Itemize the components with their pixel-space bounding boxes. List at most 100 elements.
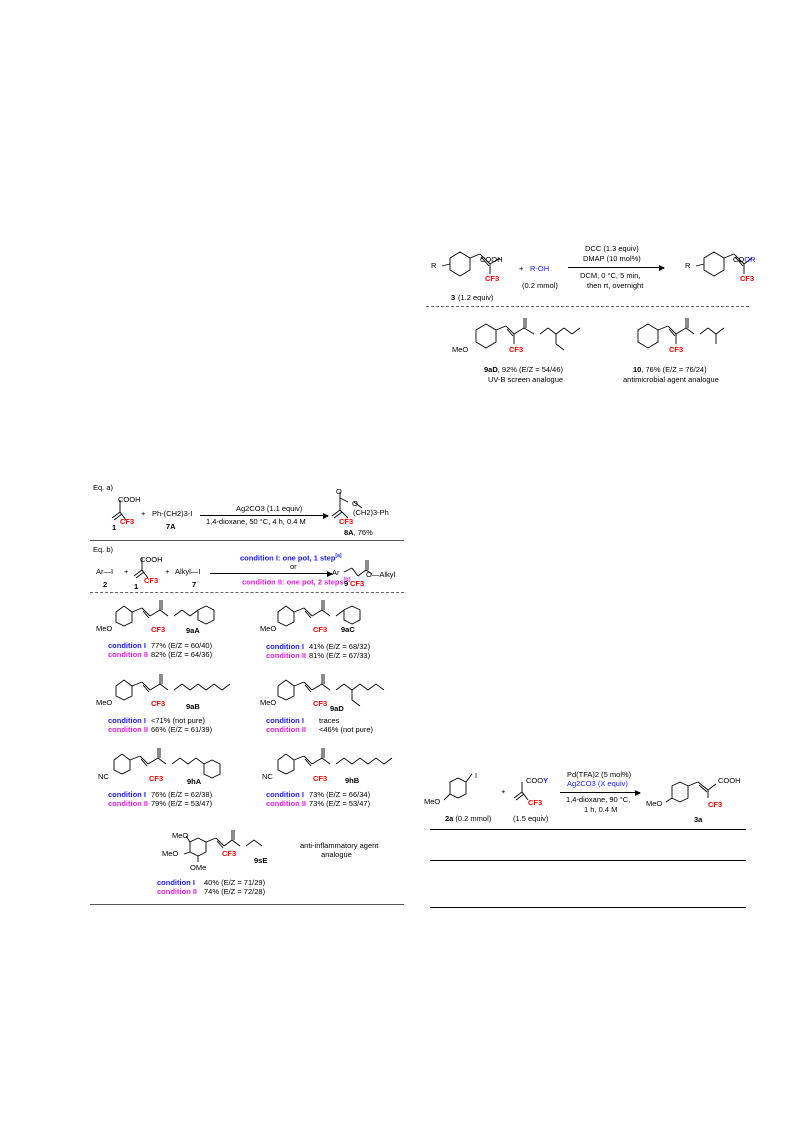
heck-plus: + xyxy=(501,787,506,796)
plus-sign: + xyxy=(519,264,524,273)
9sE-desc2: analogue xyxy=(321,850,352,859)
9sE-ome1: MeO xyxy=(172,831,189,840)
eq-b-label-2: 2 xyxy=(103,580,108,589)
eq-a-cond2: 1,4-dioxane, 50 °C, 4 h, 0.4 M xyxy=(206,517,306,526)
9aC-meo: MeO xyxy=(260,624,277,633)
9aD-left-cf3: CF3 xyxy=(313,699,328,708)
9hA-label: 9hA xyxy=(187,777,202,786)
9aB-label: 9aB xyxy=(186,702,200,711)
9hB-nc: NC xyxy=(262,772,273,781)
3a-meo: MeO xyxy=(646,799,663,808)
dashed-divider xyxy=(426,306,749,307)
reaction-arrow xyxy=(568,264,665,271)
9hA-condI: condition I xyxy=(108,790,146,799)
9aB-condI: condition I xyxy=(108,716,146,725)
product-co: COOR xyxy=(733,255,756,264)
cond-dcc: DCC (1.3 equiv) xyxy=(585,244,639,253)
9aA-label: 9aA xyxy=(186,626,200,635)
9aA-condI: condition I xyxy=(108,641,146,650)
8A-chain: (CH2)3-Ph xyxy=(353,508,389,517)
eq-b-plus2: + xyxy=(165,567,170,576)
eq-a-cond1: Ag2CO3 (1.1 equiv) xyxy=(236,504,303,513)
9aA-condII: condition II xyxy=(108,650,148,659)
eq-a-label-1: 1 xyxy=(112,523,117,532)
eq-b-label: Eq. b) xyxy=(93,545,114,554)
structure-9aC xyxy=(277,600,361,627)
structure-9sE xyxy=(183,830,263,862)
structure-ester-product xyxy=(695,251,753,277)
table-rule-2 xyxy=(430,860,746,861)
8A-o: O xyxy=(336,487,342,496)
heck-cond1: Pd(TFA)2 (5 mol%) xyxy=(567,770,632,779)
9hB-cf3: CF3 xyxy=(313,774,328,783)
9sE-resI: 40% (E/Z = 71/29) xyxy=(204,878,266,887)
heck-arrow xyxy=(560,789,641,796)
alcohol-amount: (0.2 mmol) xyxy=(522,281,558,290)
structure-1-eqa xyxy=(111,500,127,521)
9aC-resII: 81% (E/Z = 67/33) xyxy=(309,651,371,660)
9sE-resII: 74% (E/Z = 72/28) xyxy=(204,887,266,896)
structure-9aD-top xyxy=(475,318,581,351)
9aC-condI: condition I xyxy=(266,642,304,651)
heck-cond2: Ag2CO3 (X equiv) xyxy=(567,779,628,788)
9hA-nc: NC xyxy=(98,772,109,781)
heck-cond4: 1 h, 0.4 M xyxy=(584,805,618,814)
eq-a-reagent: Ph-(CH2)3-I xyxy=(152,509,193,518)
10-desc: antimicrobial agent analogue xyxy=(623,375,719,384)
eq-b-ar: Ar—I xyxy=(96,567,114,576)
2a-meo: MeO xyxy=(424,797,441,806)
table-rule-1 xyxy=(430,829,746,830)
3a-cf3: CF3 xyxy=(708,800,723,809)
structure-9hA xyxy=(113,748,221,779)
9aC-resI: 41% (E/Z = 68/32) xyxy=(309,642,371,651)
structure-2a xyxy=(443,773,473,801)
acid-cf3: CF3 xyxy=(485,274,500,283)
acrylate-amount: (1.5 equiv) xyxy=(513,814,549,823)
eq-b-cond2: condition II: one pot, 2 steps[b] xyxy=(242,577,351,587)
9aD-resI: traces xyxy=(319,716,340,725)
eq-b-cond1: condition I: one pot, 1 step[a] xyxy=(240,553,342,563)
product-cf3: CF3 xyxy=(740,274,755,283)
9hB-resII: 73% (E/Z = 53/47) xyxy=(309,799,371,808)
structure-10 xyxy=(637,318,725,349)
eq-b-label-7: 7 xyxy=(192,580,197,589)
9aC-cf3: CF3 xyxy=(313,625,328,634)
eq-b-cf3: CF3 xyxy=(144,576,159,585)
9hA-condII: condition II xyxy=(108,799,148,808)
8A-o2: O xyxy=(352,499,358,508)
divider-eq-a xyxy=(90,540,404,541)
9aC-label: 9aC xyxy=(341,625,355,634)
structure-8A xyxy=(331,492,363,519)
eq-a-label: Eq. a) xyxy=(93,483,114,492)
9sE-cf3: CF3 xyxy=(222,849,237,858)
9aA-resII: 82% (E/Z = 64/36) xyxy=(151,650,213,659)
9hB-label: 9hB xyxy=(345,776,360,785)
eq-b-prod-ar: Ar xyxy=(332,568,340,577)
9sE-desc1: anti-inflammatory agent xyxy=(300,841,379,850)
structure-1-eqb xyxy=(133,558,149,579)
9sE-ome2: MeO xyxy=(162,849,179,858)
9hA-cf3: CF3 xyxy=(149,774,164,783)
acid-cooh: COOH xyxy=(480,255,503,264)
9aD-desc: UV-B screen analogue xyxy=(488,375,564,384)
9hA-resII: 79% (E/Z = 53/47) xyxy=(151,799,213,808)
product-r-group: R xyxy=(685,261,691,270)
10-cf3: CF3 xyxy=(669,345,684,354)
eq-a-arrow xyxy=(200,512,329,519)
structure-3a xyxy=(665,781,717,803)
9hB-resI: 73% (E/Z = 66/34) xyxy=(309,790,371,799)
2a-amount: 2a (0.2 mmol) xyxy=(445,814,492,823)
9-cf3: CF3 xyxy=(350,579,365,588)
cond-dcm: DCM, 0 °C, 5 min, xyxy=(580,271,641,280)
structure-9aD-left xyxy=(277,674,385,707)
3a-cooh: COOH xyxy=(718,776,741,785)
9aB-resI: <71% (not pure) xyxy=(151,716,205,725)
9aB-resII: 66% (E/Z = 61/39) xyxy=(151,725,213,734)
9sE-label: 9sE xyxy=(254,856,268,865)
9aD-yield: 9aD, 92% (E/Z = 54/46) xyxy=(484,365,564,374)
9sE-condI: condition I xyxy=(157,878,195,887)
cond-rt: then rt, overnight xyxy=(587,281,644,290)
9aB-condII: condition II xyxy=(108,725,148,734)
9aD-left-meo: MeO xyxy=(260,698,277,707)
eq-b-or: or xyxy=(290,562,297,571)
